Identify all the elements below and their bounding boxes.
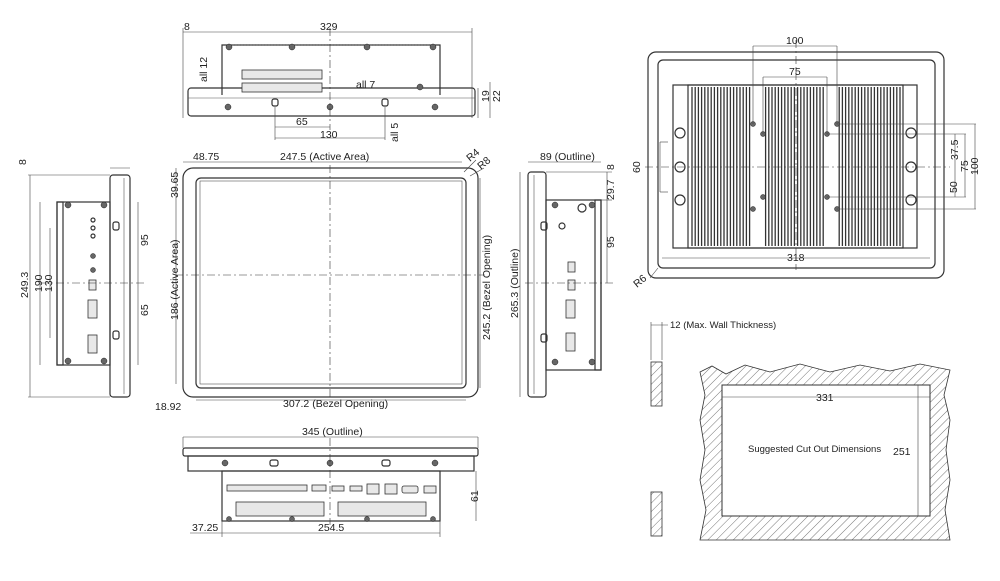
top-view: 329 8 all 12 all 7 all 5 19 22 65 130: [182, 21, 503, 142]
wall-thickness-label: 12 (Max. Wall Thickness): [670, 320, 776, 331]
dim-50: 50: [948, 181, 960, 193]
dim-8: 8: [17, 159, 29, 165]
heatsink-fins: [691, 87, 901, 246]
dim-37-25: 37.25: [192, 522, 218, 534]
dim-65: 65: [296, 116, 308, 128]
dim-65: 65: [139, 304, 151, 316]
dim-19: 19: [480, 90, 492, 102]
dim-18-92: 18.92: [155, 401, 181, 413]
radius-r6: R6: [631, 272, 649, 290]
dim-249-3: 249.3: [19, 272, 31, 298]
dim-29-7: 29.7: [605, 179, 617, 200]
front-view: 48.75 247.5 (Active Area) 39.65 186 (Act…: [155, 146, 493, 413]
right-side-view: 89 (Outline) 8 29.7 95 265.3 (Outline): [509, 151, 617, 398]
dim-100-vertical: 100: [969, 157, 981, 175]
active-area-height: 186 (Active Area): [169, 239, 181, 320]
dim-190: 190: [33, 274, 45, 292]
cutout-title: Suggested Cut Out Dimensions: [748, 444, 881, 455]
dim-39-65: 39.65: [169, 172, 181, 198]
cutout-diagram: 12 (Max. Wall Thickness) 331 251 Suggest…: [650, 320, 951, 541]
dim-all5: all 5: [389, 123, 401, 142]
bezel-opening-height: 245.2 (Bezel Opening): [481, 235, 493, 340]
dim-100: 100: [786, 35, 804, 47]
dim-75-vertical: 75: [959, 160, 971, 172]
dim-48-75: 48.75: [193, 151, 219, 163]
dim-37-5: 37.5: [949, 139, 961, 160]
outline-depth: 89 (Outline): [540, 151, 595, 163]
dim-130: 130: [43, 274, 55, 292]
dim-60: 60: [631, 161, 643, 173]
dim-61: 61: [469, 490, 481, 502]
dim-318: 318: [787, 252, 805, 264]
cutout-width: 331: [816, 392, 834, 404]
dim-254-5: 254.5: [318, 522, 344, 534]
dim-329: 329: [320, 21, 338, 33]
active-area-width: 247.5 (Active Area): [280, 151, 369, 163]
dim-95: 95: [605, 236, 617, 248]
dim-22: 22: [491, 90, 503, 102]
dim-95: 95: [139, 234, 151, 246]
dim-8: 8: [605, 164, 617, 170]
rear-view: 100 75 60 37.5 75 100 50 318 R6: [631, 35, 981, 290]
dim-all7: all 7: [356, 79, 375, 91]
cutout-height: 251: [893, 446, 911, 458]
outline-width: 345 (Outline): [302, 426, 363, 438]
dim-75: 75: [789, 66, 801, 78]
dim-all12: all 12: [198, 57, 210, 82]
left-side-view: 8 249.3 190 130 95 65: [17, 159, 151, 398]
dim-8: 8: [184, 21, 190, 33]
dim-130: 130: [320, 129, 338, 141]
bottom-view: 345 (Outline) 61 37.25 254.5: [182, 426, 481, 537]
bezel-opening-width: 307.2 (Bezel Opening): [283, 398, 388, 410]
outline-height: 265.3 (Outline): [509, 249, 521, 318]
